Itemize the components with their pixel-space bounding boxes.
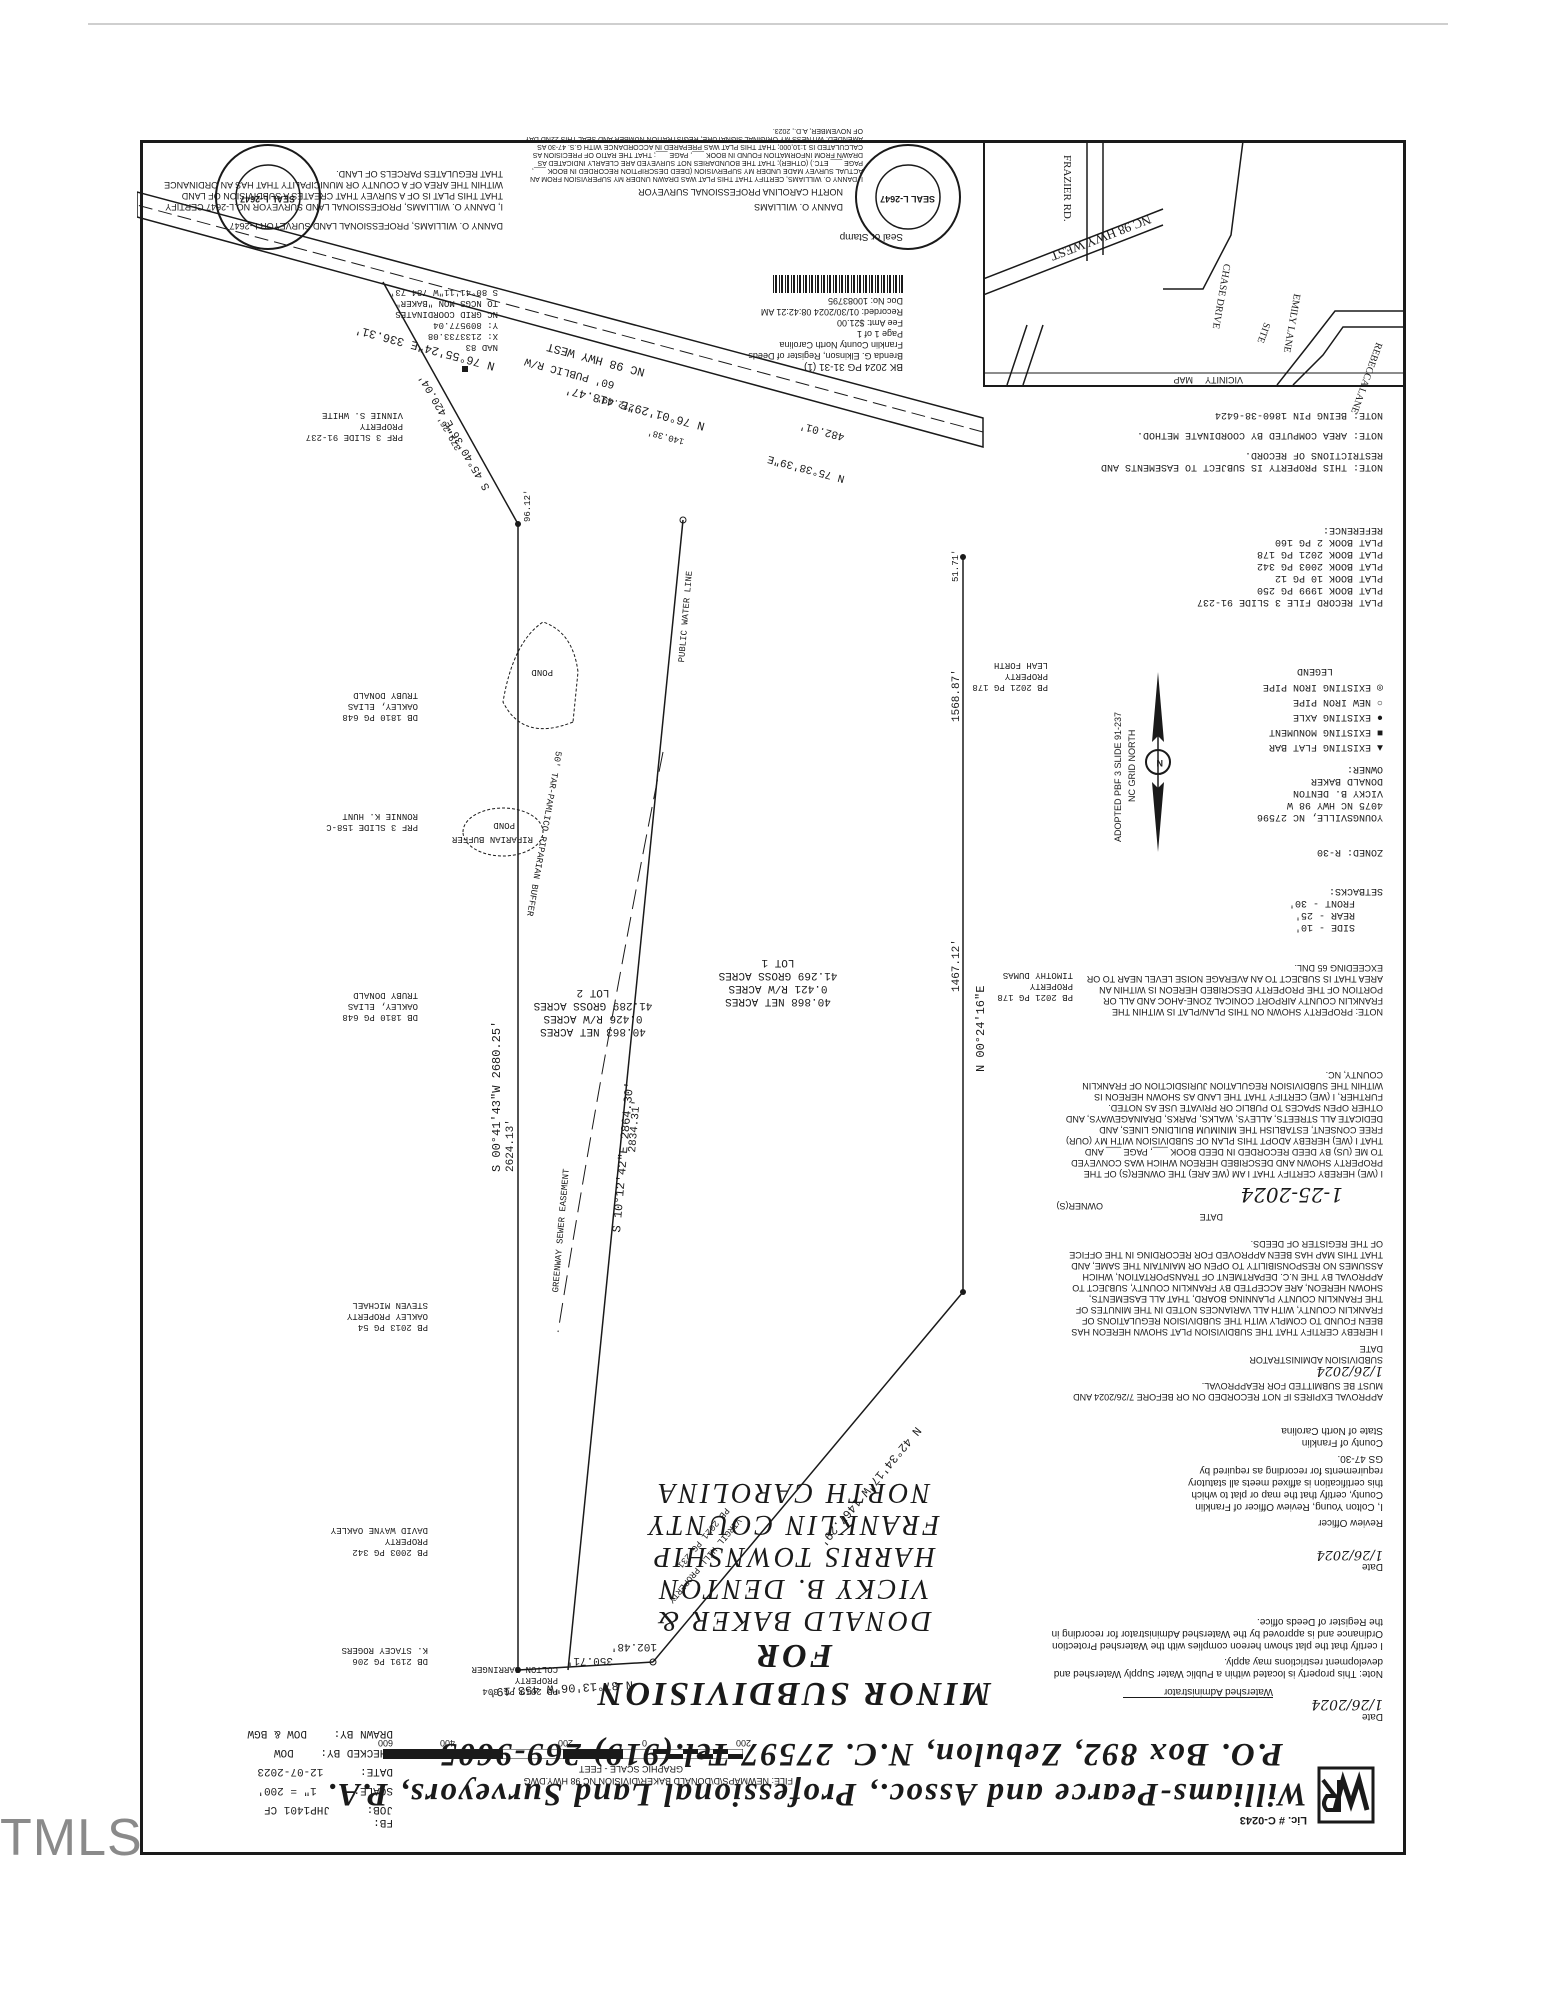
adjoiner-4: PB 2013 PG 54 OAKLEY PROPERTY STEVEN MIC… [347,1299,428,1332]
tie-1: S 80°41'11"W 784.73' [389,287,498,297]
tie-grid2: Y: 809577.04 [433,320,498,330]
corner-4 [960,554,966,560]
tie-2: TO NCGS MON "BAKER" [395,298,498,308]
adjoiner-10-l2: PROPERTY [359,421,403,431]
label-north-seg2: 102.48' [610,1640,657,1652]
adjoiner-0-l1: K. STACEY ROGERS [341,1645,428,1655]
lot-divide-line [567,519,684,1671]
adjoiner-4-l2: OAKLEY PROPERTY [346,1311,428,1321]
adjoiner-1: PB 2019 PG 304 PROPERTY COLTON BARRINGER [472,1663,558,1696]
lot-1-net: 40.868 NET ACRES [725,995,831,1007]
label-sw3: 96.12' [523,489,533,522]
graphic-scale-bar [382,1748,744,1762]
adjoiner-2-l1: DAVID WAYNE OAKLEY [330,1525,428,1535]
road-polygon [137,191,984,448]
tie-grid4: NAD 83 [465,342,498,352]
adjoiner-7: PRF 3 SLIDE 158-C RONNIE K. HUNT [326,810,418,832]
adjoiner-0-l2: DB 2191 PG 206 [352,1656,428,1666]
adjoiner-9: PB 2021 PG 178 PROPERTY LEAH FORTH [972,659,1048,692]
north-arrow [1133,672,1183,852]
feature-pond-1: POND [493,820,515,830]
adjoiner-7-l1: RONNIE K. HUNT [342,811,418,821]
tmls-watermark: TMLS [0,1809,143,1867]
plat-drawing [137,191,984,1673]
lot-2-name: LOT 2 [576,986,610,998]
label-north-seg1: 350.71' [566,1654,613,1666]
feature-pond-2: POND [531,667,553,677]
adjoiner-9-l2: PROPERTY [1004,671,1048,681]
riparian-buffer-line [557,751,664,1333]
adjoiner-6-l3: PB 2021 PG 178 [997,992,1073,1002]
adjoiner-8-l3: DB 1810 PG 648 [342,712,418,722]
corner-3 [515,1667,521,1673]
lot-1-name: LOT 1 [761,956,795,968]
boundary-north [517,1661,654,1671]
firm-logo [1317,1766,1375,1824]
surveyor-seal-left: SEAL L-2647 [853,142,963,252]
adjoiner-10: PRF 3 SLIDE 91-237 PROPERTY VINNIE S. WH… [306,409,403,442]
adjoiner-2: PB 2003 PG 342 PROPERTY DAVID WAYNE OAKL… [331,1524,428,1557]
lot-2-block: 40.863 NET ACRES 0.426 R/W ACRES 41.289 … [513,985,673,1037]
label-west-seg: 2624.13' [505,1119,517,1172]
label-west-line: S 00°41'43"W 2680.25' [490,1020,504,1172]
label-east-lower: 1568.87' [951,669,963,722]
vicinity-map: VICINITY MAP REBECCA LANE EMILY LANE CHA… [983,141,1403,415]
adjoiner-5-l2: OAKLEY, ELIAS [347,1001,418,1011]
adjoiner-6-l1: TIMOTHY DUMAS [1002,970,1073,980]
label-east-upper-len: 1467.12' [951,939,963,992]
adjoiner-6-l2: PROPERTY [1029,981,1073,991]
corner-1 [960,1289,966,1295]
adjoiner-2-l3: PB 2003 PG 342 [352,1547,428,1557]
adjoiner-4-l1: STEVEN MICHAEL [352,1300,428,1310]
adjoiner-8-l2: OAKLEY, ELIAS [347,701,418,711]
label-east-small: 51.71' [951,549,961,582]
monument-mark [462,366,468,372]
adjoiner-5-l1: TRUBY DONALD [353,990,418,1000]
label-east-upper: N 00°24'16"E [974,985,988,1072]
adjoiner-9-l1: LEAH FORTH [993,660,1048,670]
lot-1-gross: 41.269 GROSS ACRES [718,969,838,981]
lot-1-rw: 0.421 R/W ACRES [728,982,828,994]
lot-2-gross: 41.289 GROSS ACRES [533,999,653,1011]
feature-buffer: RIPARIAN BUFFER [451,834,533,844]
road-centerline [137,204,984,433]
adjoiner-9-l3: PB 2021 PG 178 [972,682,1048,692]
adjoiner-4-l3: PB 2013 PG 54 [357,1322,428,1332]
plat-sheet: Lic. # C-0243 Williams-Pearce and Assoc.… [137,127,1406,1855]
tie-block: NAD 83 X: 2133733.08 Y: 809577.04 NC GRI… [358,286,498,352]
adjoiner-1-l3: PB 2019 PG 304 [482,1686,558,1696]
adjoiner-8-l1: TRUBY DONALD [353,690,418,700]
adjoiner-10-l1: VINNIE S. WHITE [321,410,403,420]
pond-1-shape [462,807,544,857]
surveyor-seal-right: SEAL L-2647 [213,142,323,252]
adjoiner-10-l3: PRF 3 SLIDE 91-237 [305,432,403,442]
adjoiner-7-l2: PRF 3 SLIDE 158-C [326,822,418,832]
adjoiner-5-l3: DB 1810 PG 648 [342,1012,418,1022]
page-top-rule [88,23,1448,25]
adjoiner-2-l2: PROPERTY [384,1536,428,1546]
adjoiner-5: DB 1810 PG 648 OAKLEY, ELIAS TRUBY DONAL… [342,989,418,1022]
corner-2 [649,1658,657,1666]
boundary-sw [382,281,519,525]
adjoiner-0: DB 2191 PG 206 K. STACEY ROGERS [342,1644,428,1666]
plat-rotated-content: Lic. # C-0243 Williams-Pearce and Assoc.… [137,127,1403,1852]
lot-2-net: 40.863 NET ACRES [540,1025,646,1037]
adjoiner-1-l1: COLTON BARRINGER [471,1664,558,1674]
tie-grid1: NC GRID COORDINATES [395,309,498,319]
boundary-diag [652,1291,964,1663]
corner-6 [515,521,521,527]
pond-2-shape [502,621,579,730]
adjoiner-6: PB 2021 PG 178 PROPERTY TIMOTHY DUMAS [997,969,1073,1002]
adjoiner-8: DB 1810 PG 648 OAKLEY, ELIAS TRUBY DONAL… [342,689,418,722]
lot-2-rw: 0.426 R/W ACRES [543,1012,643,1024]
lot-1-block: 40.868 NET ACRES 0.421 R/W ACRES 41.269 … [698,955,858,1007]
adjoiner-1-l2: PROPERTY [514,1675,558,1685]
tie-grid3: X: 2133733.08 [427,331,498,341]
corner-5 [679,516,687,524]
